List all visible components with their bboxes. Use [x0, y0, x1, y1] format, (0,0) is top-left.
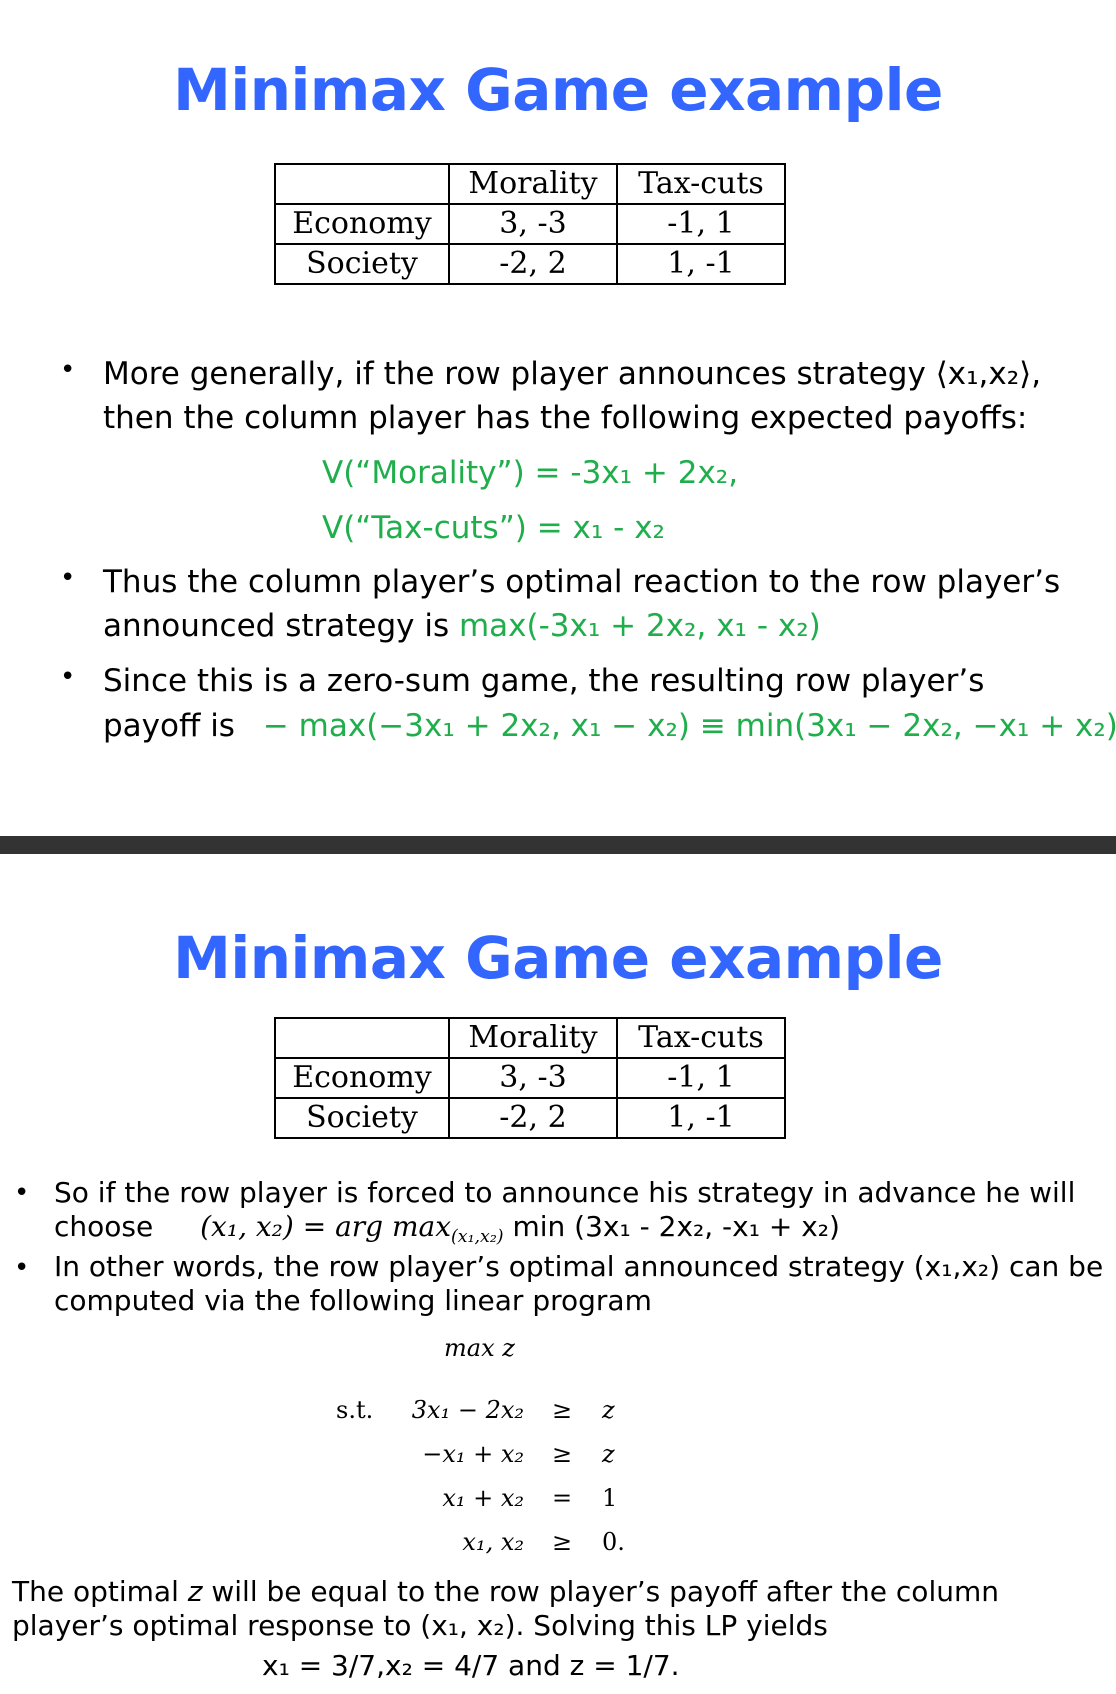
bullet-icon: •	[60, 355, 76, 385]
bullet-icon: •	[60, 662, 76, 692]
conclusion-text: will be equal to the row player’s payoff…	[211, 1575, 999, 1608]
lp-row-lhs: −x₁ + x₂	[422, 1440, 524, 1468]
conclusion-text: The optimal	[12, 1575, 179, 1608]
lp-row-rhs: z	[602, 1440, 615, 1468]
table-header-row: Morality Tax-cuts	[274, 1017, 786, 1059]
table-header-row: Morality Tax-cuts	[274, 163, 786, 205]
lp-row-rhs: z	[602, 1396, 615, 1424]
conclusion-line1: The optimal z will be equal to the row p…	[12, 1575, 999, 1609]
s2-bullet2-line1: In other words, the row player’s optimal…	[54, 1250, 1104, 1283]
lp-row-op: ≥	[552, 1528, 573, 1556]
table-cell: -1, 1	[616, 203, 786, 245]
table-header-morality: Morality	[448, 1017, 618, 1059]
payoff-matrix-1: Morality Tax-cuts Economy 3, -3 -1, 1 So…	[274, 163, 786, 285]
table-cell: 1, -1	[616, 1097, 786, 1139]
bullet3-text: payoff is	[103, 708, 235, 744]
bullet1-line2: then the column player has the following…	[103, 400, 1028, 436]
bullet2-line2: announced strategy is max(-3x₁ + 2x₂, x₁…	[103, 604, 821, 648]
lp-row-op: ≥	[552, 1396, 573, 1424]
lp-row-lhs: 3x₁ − 2x₂	[411, 1396, 524, 1424]
row-label-economy: Economy	[274, 1057, 450, 1099]
conclusion-line2: player’s optimal response to (x₁, x₂). S…	[12, 1609, 828, 1642]
lp-row-op: ≥	[552, 1440, 573, 1468]
lp-row-rhs: 0.	[602, 1528, 625, 1556]
bullet3-line1: Since this is a zero-sum game, the resul…	[103, 663, 985, 699]
payoff-matrix-2: Morality Tax-cuts Economy 3, -3 -1, 1 So…	[274, 1017, 786, 1139]
table-row: Economy 3, -3 -1, 1	[274, 203, 786, 245]
max-expression: max(-3x₁ + 2x₂, x₁ - x₂)	[458, 608, 821, 644]
payoff-equation-morality: V(“Morality”) = -3x₁ + 2x₂,	[322, 455, 739, 491]
table-row: Society -2, 2 1, -1	[274, 243, 786, 285]
min-expression: min (3x₁ - 2x₂, -x₁ + x₂)	[512, 1210, 840, 1243]
lp-row-lhs: x₁ + x₂	[442, 1484, 524, 1512]
row-label-society: Society	[274, 243, 450, 285]
s2-bullet1-line2: choose (x₁, x₂) = arg max(x₁,x₂) min (3x…	[54, 1210, 840, 1248]
slide-separator	[0, 836, 1116, 854]
solution-line: x₁ = 3/7,x₂ = 4/7 and z = 1/7.	[262, 1649, 680, 1682]
lp-row-op: =	[552, 1484, 573, 1512]
bullet3-line2: payoff is − max(−3x₁ + 2x₂, x₁ − x₂) ≡ m…	[103, 704, 1116, 748]
s2-bullet2-line2: computed via the following linear progra…	[54, 1284, 652, 1317]
z-variable: z	[187, 1575, 203, 1608]
choose-text: choose	[54, 1210, 154, 1243]
row-label-society: Society	[274, 1097, 450, 1139]
payoff-expression: − max(−3x₁ + 2x₂, x₁ − x₂) ≡ min(3x₁ − 2…	[262, 708, 1116, 744]
table-header-taxcuts: Tax-cuts	[616, 163, 786, 205]
table-cell: -1, 1	[616, 1057, 786, 1099]
bullet-icon: •	[14, 1253, 30, 1283]
table-cell	[274, 1017, 450, 1059]
bullet2-line1: Thus the column player’s optimal reactio…	[103, 564, 1061, 600]
table-cell	[274, 163, 450, 205]
table-cell: -2, 2	[448, 243, 618, 285]
argmax-subscript: (x₁,x₂)	[451, 1227, 504, 1248]
lp-st-label: s.t.	[336, 1396, 374, 1424]
table-header-taxcuts: Tax-cuts	[616, 1017, 786, 1059]
bullet-icon: •	[60, 563, 76, 593]
table-row: Society -2, 2 1, -1	[274, 1097, 786, 1139]
slide1-title: Minimax Game example	[173, 56, 943, 124]
table-cell: 1, -1	[616, 243, 786, 285]
argmax-expression: (x₁, x₂) = arg max	[200, 1210, 452, 1243]
lp-row-lhs: x₁, x₂	[462, 1528, 524, 1556]
lp-objective: max z	[444, 1334, 515, 1362]
table-cell: -2, 2	[448, 1097, 618, 1139]
bullet1-line1: More generally, if the row player announ…	[103, 356, 1042, 392]
table-cell: 3, -3	[448, 1057, 618, 1099]
table-cell: 3, -3	[448, 203, 618, 245]
table-row: Economy 3, -3 -1, 1	[274, 1057, 786, 1099]
payoff-equation-taxcuts: V(“Tax-cuts”) = x₁ - x₂	[322, 510, 665, 546]
lp-row-rhs: 1	[602, 1484, 618, 1512]
bullet-icon: •	[14, 1178, 30, 1208]
slide2-title: Minimax Game example	[173, 924, 943, 992]
table-header-morality: Morality	[448, 163, 618, 205]
bullet2-text: announced strategy is	[103, 608, 450, 644]
s2-bullet1-line1: So if the row player is forced to announ…	[54, 1176, 1076, 1209]
row-label-economy: Economy	[274, 203, 450, 245]
